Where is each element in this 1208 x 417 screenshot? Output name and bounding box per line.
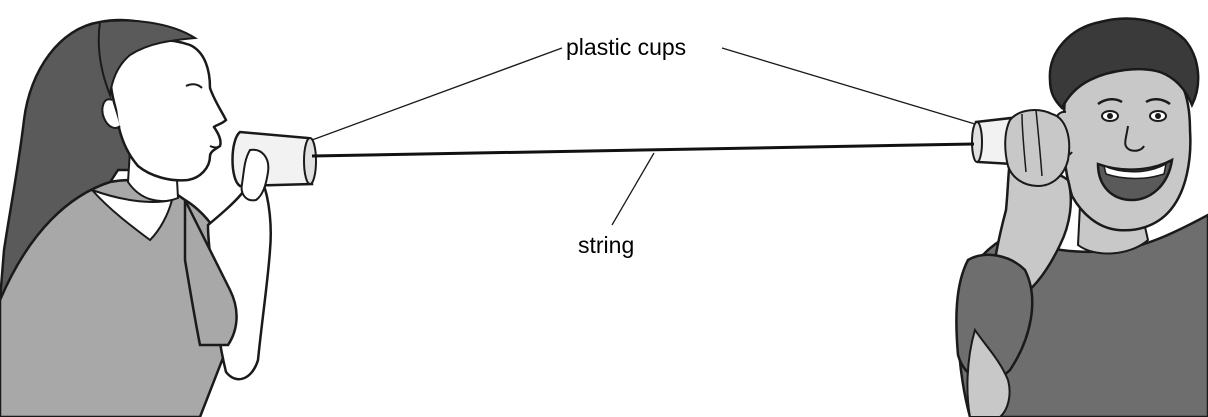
girl-ear: [101, 98, 121, 129]
boy-pupil-left: [1107, 113, 1113, 119]
string-label: string: [578, 232, 635, 258]
boy-finger-2: [1035, 109, 1043, 177]
cup-icon: [231, 130, 317, 202]
boy-nose: [1124, 125, 1145, 152]
left-cup-base: [303, 137, 317, 185]
boy-pupil-right: [1155, 113, 1161, 119]
boy-finger-1: [1021, 113, 1027, 173]
string-line: [311, 142, 975, 158]
girl-hand: [240, 148, 270, 202]
girl-eye: [185, 83, 203, 89]
right-cup-base: [971, 121, 983, 163]
boy-brow-left: [1097, 98, 1123, 106]
boy-teeth: [1102, 162, 1168, 180]
cups-leader-left: [311, 47, 563, 141]
girl-figure: [0, 18, 272, 417]
cup-icon: [971, 109, 1071, 188]
girl-face: [109, 38, 228, 182]
boy-hand: [1004, 109, 1071, 188]
boy-brow-right: [1145, 98, 1171, 106]
girl-sleeve: [183, 199, 238, 347]
boy-forearm: [966, 327, 1011, 417]
cups-leader-right: [721, 47, 976, 125]
girl-mouth: [209, 145, 221, 149]
boy-hair: [1048, 17, 1200, 111]
boy-figure: [955, 17, 1208, 417]
plastic-cups-label: plastic cups: [566, 34, 687, 60]
girl-hair-fringe: [97, 19, 198, 99]
girl-collar: [91, 189, 174, 242]
string-leader: [611, 152, 655, 226]
